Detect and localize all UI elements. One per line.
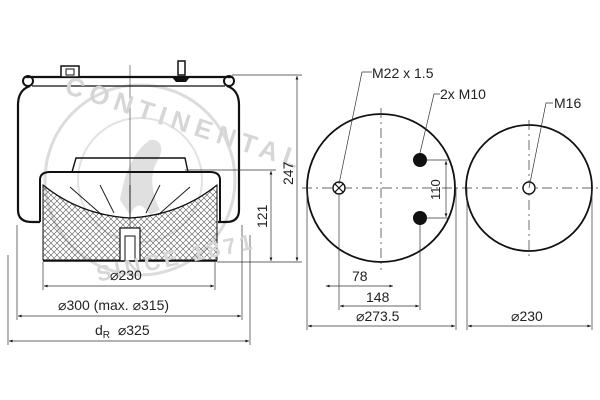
piston-bottom-view	[465, 102, 593, 330]
bolts-label: 2x M10	[440, 86, 486, 102]
diameter-symbol-icon: ⌀	[117, 322, 127, 338]
top-plate-diameter-label: ⌀273.5	[356, 308, 400, 324]
diameter-symbol-icon: ⌀	[132, 297, 142, 313]
horse-logo-icon	[120, 139, 162, 215]
offset-inner-label: 78	[352, 268, 368, 284]
height-piston-label: 121	[254, 204, 270, 228]
bolt-hole-icon	[413, 153, 427, 167]
piston-bottom-diameter-label: ⌀230	[511, 308, 543, 324]
offset-outer-label: 148	[366, 289, 390, 305]
bolt-spacing-label: 110	[428, 179, 443, 200]
air-connection-label: M22 x 1.5	[372, 65, 434, 81]
diameter-symbol-icon: ⌀	[356, 308, 365, 324]
thread-label: M16	[554, 95, 582, 111]
diameter-symbol-icon: ⌀	[58, 297, 67, 313]
diameter-symbol-icon: ⌀	[110, 267, 119, 283]
bellows-diameter-label: ⌀300 (max. ⌀315)	[58, 297, 170, 313]
air-spring-side-view	[16, 60, 241, 265]
side-view-dimensions	[7, 74, 302, 345]
top-plate-view	[302, 71, 598, 330]
height-total-label: 247	[280, 161, 296, 185]
air-inlet-symbol-icon	[332, 181, 346, 195]
ring-diameter-label: dR ⌀325	[95, 322, 150, 341]
bolt-hole-icon	[413, 211, 427, 225]
mounting-stud-icon	[172, 60, 190, 82]
piston-diameter-label: ⌀230	[110, 267, 142, 283]
air-fitting-icon	[60, 65, 80, 78]
diameter-symbol-icon: ⌀	[511, 308, 520, 324]
